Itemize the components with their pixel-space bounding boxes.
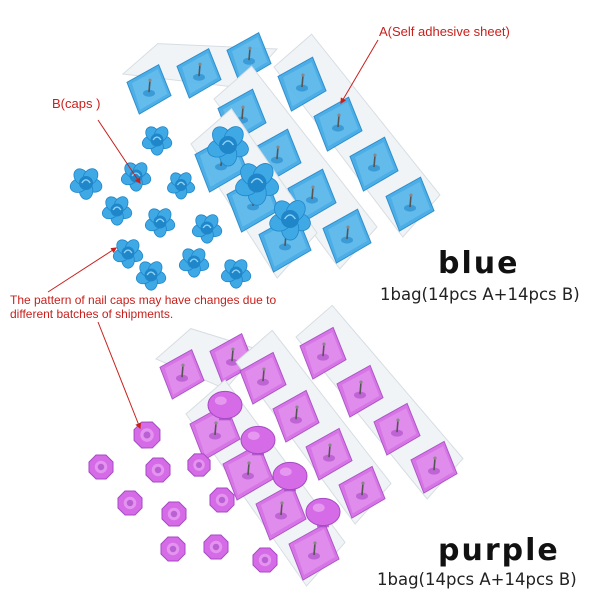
- adhesive-square: [299, 326, 347, 380]
- octagon-cap: [187, 453, 211, 477]
- mounted-cap: [240, 425, 276, 456]
- rose-cap: [207, 126, 249, 167]
- purple-strip-middle: [235, 329, 392, 525]
- purple-adhesive-sheets: [155, 304, 464, 587]
- note-arrow-up: [47, 247, 118, 293]
- adhesive-square: [239, 351, 287, 405]
- sheet-label: A(Self adhesive sheet): [379, 24, 510, 39]
- adhesive-square: [313, 96, 363, 152]
- octagon-cap: [145, 457, 171, 483]
- rose-cap: [235, 163, 279, 206]
- purple-nail-caps: [88, 390, 341, 573]
- purple-strip-right: [295, 304, 464, 500]
- rose-cap: [167, 172, 196, 200]
- adhesive-square: [226, 32, 272, 83]
- octagon-cap: [252, 547, 278, 573]
- rose-cap: [141, 126, 173, 156]
- rose-cap: [69, 168, 103, 200]
- adhesive-square: [385, 176, 435, 232]
- note-arrow-down: [97, 321, 142, 430]
- adhesive-square: [373, 402, 421, 456]
- adhesive-square: [159, 349, 205, 400]
- blue-strip-right: [273, 33, 441, 238]
- mounted-cap: [207, 390, 243, 421]
- adhesive-square: [255, 483, 307, 541]
- caps-label: B(caps ): [52, 96, 101, 111]
- rose-cap: [269, 200, 311, 241]
- adhesive-square: [322, 208, 372, 264]
- rose-cap: [144, 208, 176, 238]
- blue-strip-top: [121, 32, 279, 115]
- sheet-label-arrow: [340, 39, 379, 105]
- blue-adhesive-sheets: [121, 32, 441, 279]
- blue-strip-middle: [213, 65, 378, 270]
- caps-label-arrow: [97, 119, 141, 184]
- adhesive-square: [272, 389, 320, 443]
- mounted-cap: [305, 497, 341, 528]
- variant-desc-purple: 1bag(14pcs A+14pcs B): [377, 570, 577, 589]
- adhesive-square: [176, 48, 222, 99]
- blue-nail-caps: [69, 126, 311, 291]
- rose-cap: [101, 196, 133, 226]
- adhesive-square: [336, 364, 384, 418]
- adhesive-square: [349, 136, 399, 192]
- adhesive-square: [338, 465, 386, 519]
- rose-cap: [135, 261, 167, 291]
- octagon-cap: [133, 421, 161, 449]
- adhesive-square: [222, 443, 274, 501]
- purple-strip-caps: [185, 379, 346, 587]
- adhesive-square: [126, 64, 172, 115]
- rose-cap: [191, 214, 223, 244]
- octagon-cap: [160, 536, 186, 562]
- rose-cap: [220, 259, 252, 289]
- rose-cap: [178, 248, 210, 278]
- octagon-cap: [88, 454, 114, 480]
- variant-name-blue: blue: [438, 246, 520, 281]
- variant-desc-blue: 1bag(14pcs A+14pcs B): [380, 285, 580, 304]
- adhesive-square: [277, 56, 327, 112]
- adhesive-square: [305, 427, 353, 481]
- adhesive-square: [410, 440, 458, 494]
- rose-cap: [112, 239, 144, 269]
- batch-note: The pattern of nail caps may have change…: [10, 293, 277, 321]
- octagon-cap: [161, 501, 187, 527]
- variant-name-purple: purple: [438, 533, 560, 568]
- octagon-cap: [203, 534, 229, 560]
- octagon-cap: [209, 487, 235, 513]
- mounted-cap: [272, 461, 308, 492]
- purple-strip-top: [155, 328, 261, 400]
- rose-cap: [120, 162, 152, 192]
- adhesive-square: [288, 523, 340, 581]
- octagon-cap: [117, 490, 143, 516]
